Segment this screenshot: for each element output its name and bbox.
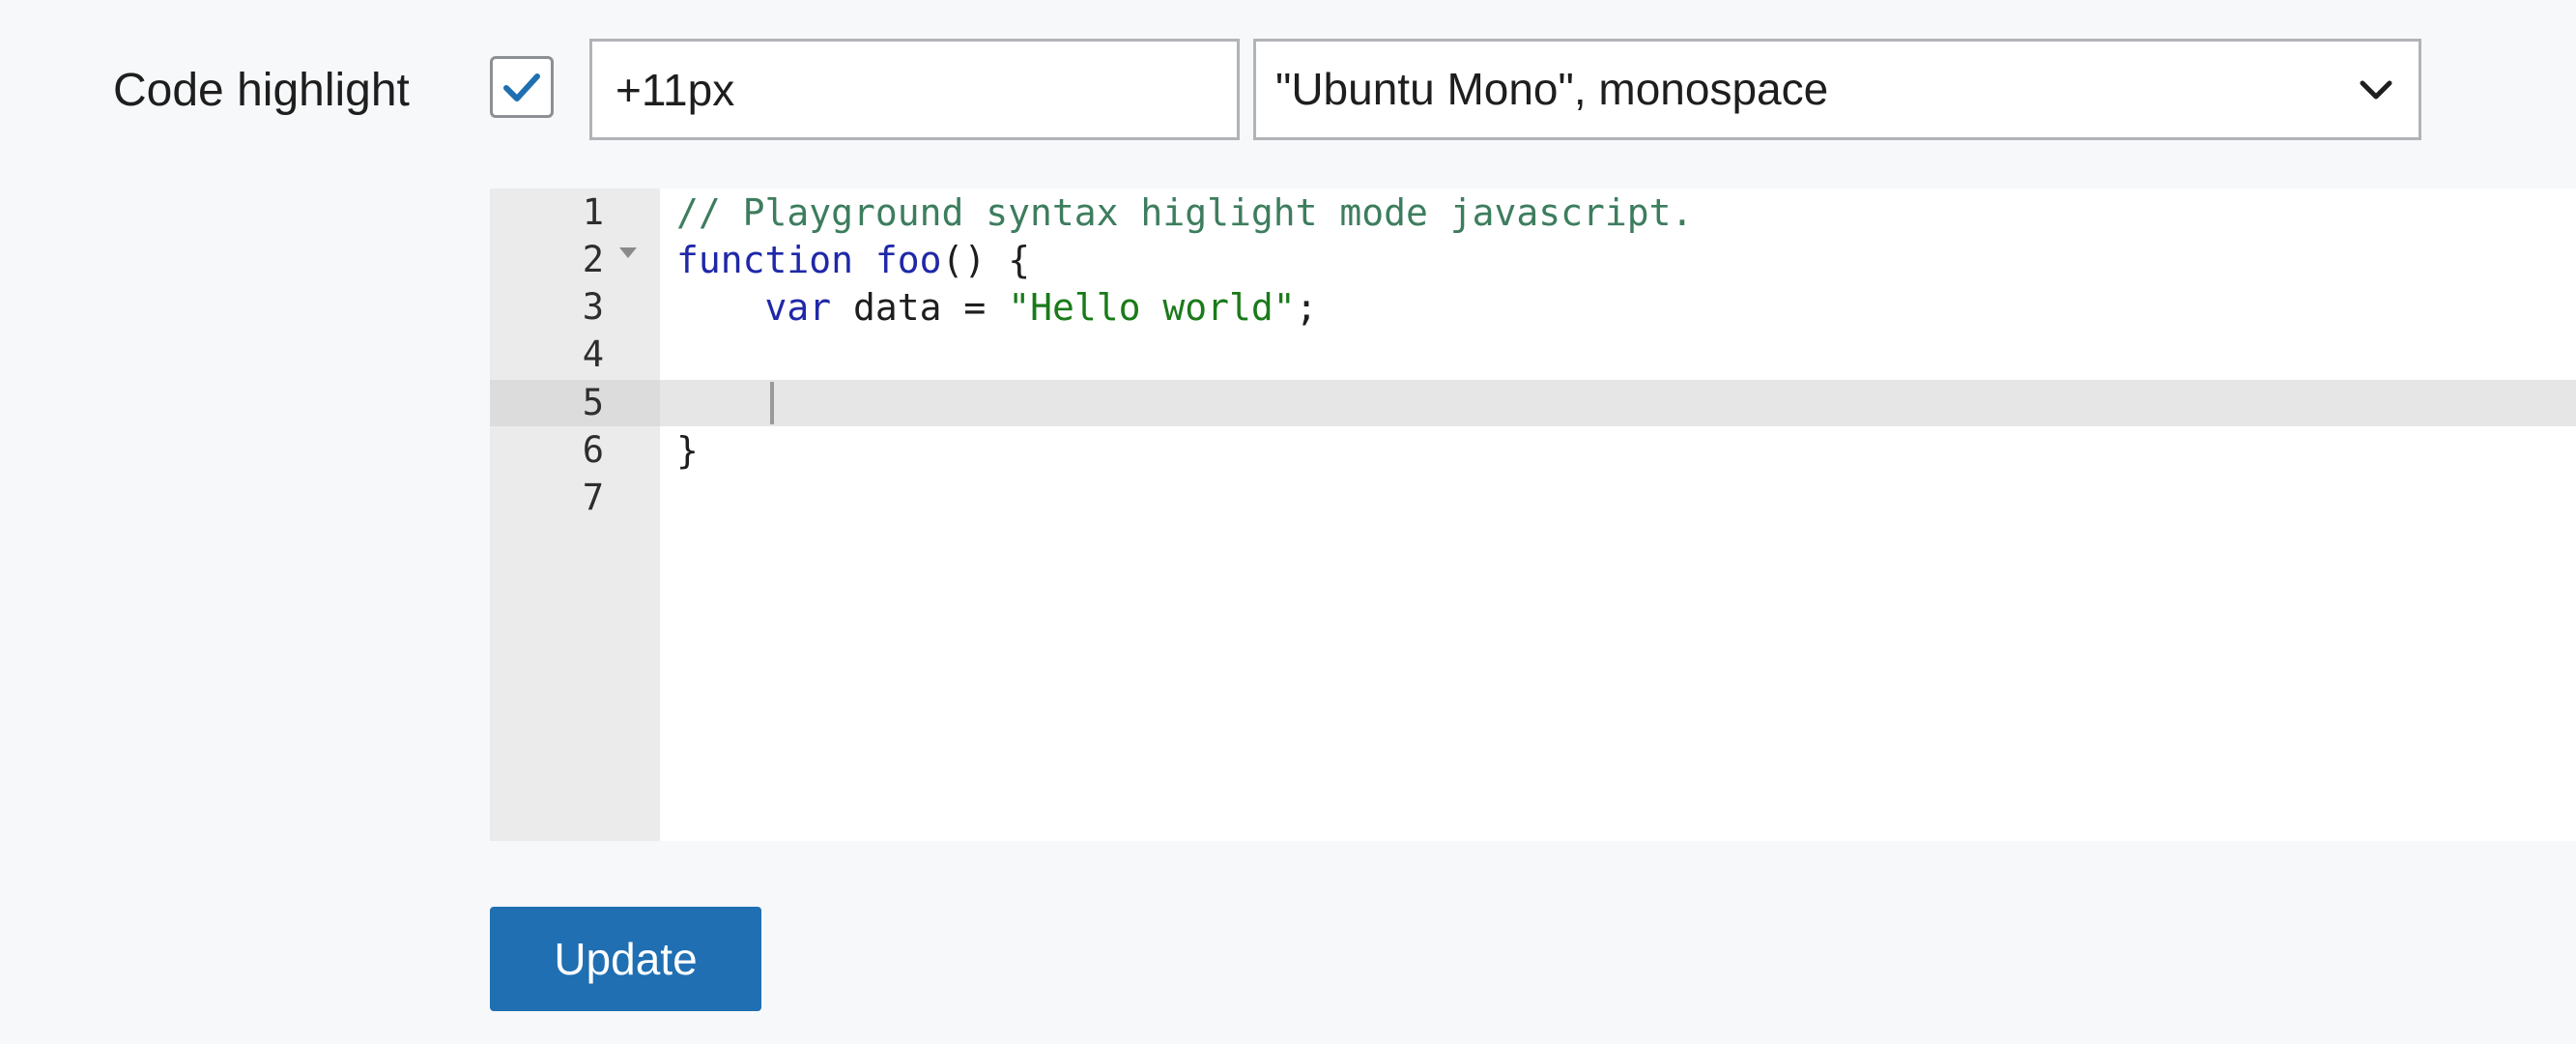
code-token-string: "Hello world" (1008, 286, 1296, 329)
line-number: 4 (582, 334, 604, 375)
fold-arrow-icon[interactable] (619, 247, 637, 258)
code-token-plain: ; (1295, 286, 1318, 329)
line-number: 6 (582, 429, 604, 471)
code-token-keyword: var (764, 286, 832, 329)
code-line: // Playground syntax higlight mode javas… (676, 188, 1693, 237)
font-family-select[interactable]: "Ubuntu Mono", monospace (1253, 39, 2421, 140)
line-number: 1 (582, 191, 604, 233)
line-number: 7 (582, 477, 604, 518)
line-number: 3 (582, 286, 604, 328)
active-line-gutter-highlight (490, 380, 660, 426)
active-line-highlight (490, 380, 2576, 426)
update-button[interactable]: Update (490, 907, 761, 1011)
code-highlight-settings: Code highlight "Ubuntu Mono", monospace (0, 0, 2576, 184)
text-cursor (770, 382, 774, 424)
code-token-plain: () { (941, 239, 1031, 281)
code-token-plain: data = (831, 286, 1009, 329)
code-highlight-checkbox[interactable] (490, 56, 554, 118)
line-number: 2 (582, 239, 604, 280)
code-token-plain (676, 286, 765, 329)
checkmark-icon (503, 73, 540, 102)
line-number-gutter (490, 188, 660, 841)
code-highlight-label: Code highlight (113, 65, 410, 116)
code-line: function foo() { (676, 236, 1030, 284)
code-token-keyword: function (676, 239, 854, 281)
font-family-value: "Ubuntu Mono", monospace (1275, 64, 1829, 114)
code-token-plain: } (676, 429, 699, 472)
code-token-fn: foo (874, 239, 942, 281)
chevron-down-icon (2360, 80, 2392, 100)
code-token-comment: // Playground syntax higlight mode javas… (676, 191, 1694, 234)
font-size-input[interactable] (589, 39, 1240, 140)
code-line: var data = "Hello world"; (676, 283, 1318, 332)
code-line: } (676, 426, 699, 475)
code-editor[interactable]: 1 2 3 4 5 6 7 // Playground syntax higli… (490, 188, 2576, 841)
line-number: 5 (582, 382, 604, 423)
code-token-plain (853, 239, 875, 281)
